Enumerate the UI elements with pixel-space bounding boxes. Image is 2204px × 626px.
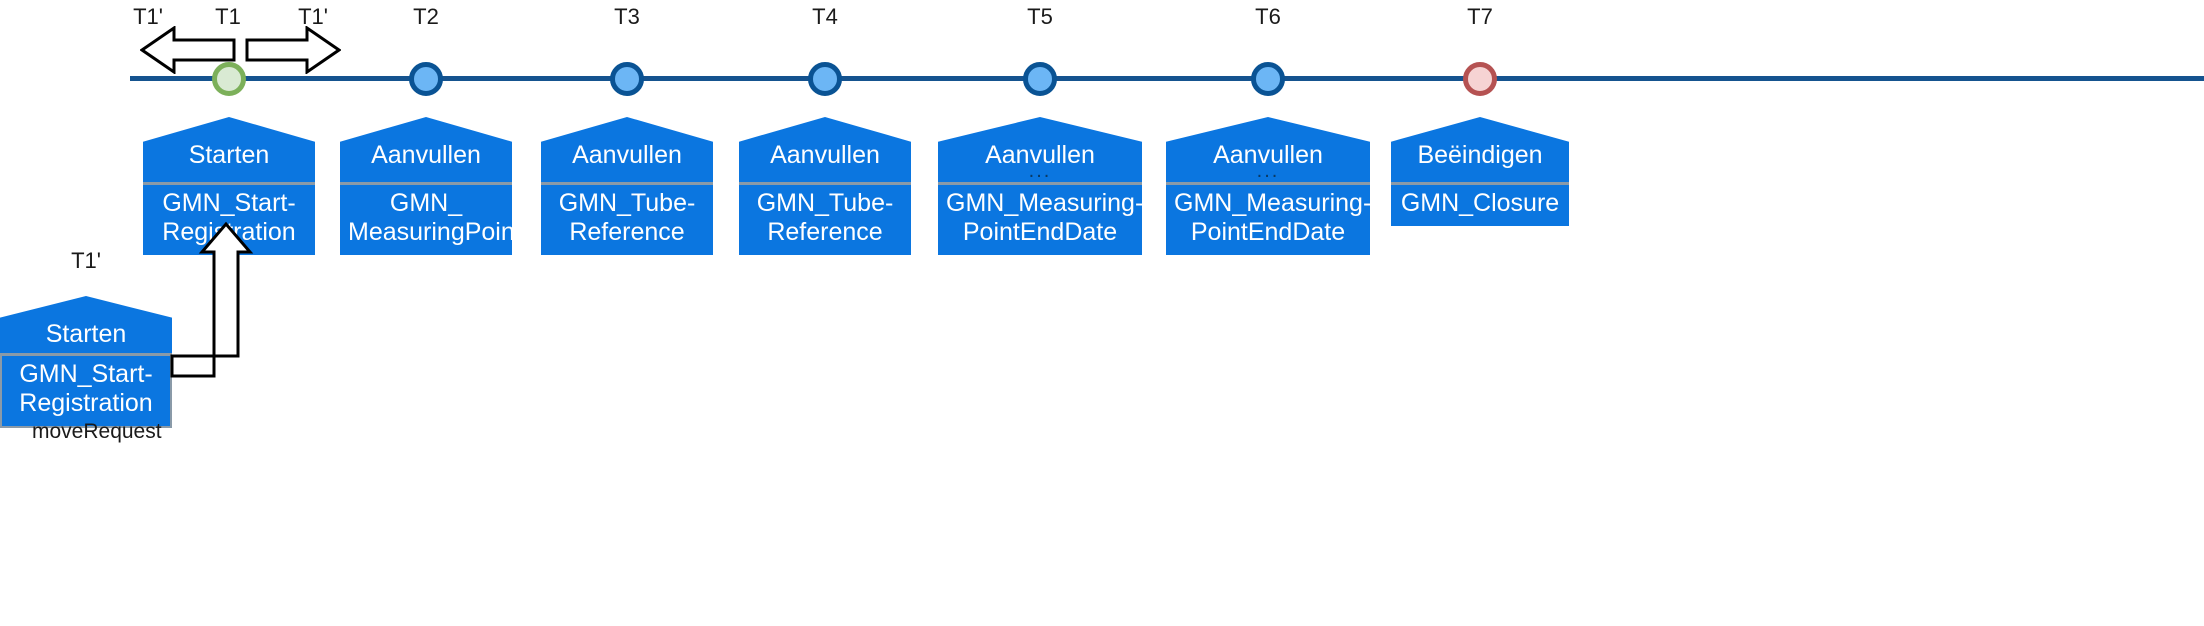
event-ellipsis — [541, 168, 713, 176]
event-card-t7[interactable]: Beëindigen GMN_Closure — [1391, 117, 1569, 226]
timeline-node-t3[interactable] — [610, 62, 644, 96]
event-card-action: Aanvullen ... — [1166, 117, 1370, 182]
event-card-action: Aanvullen — [739, 117, 911, 182]
correction-caption: moveRequest — [32, 420, 162, 443]
arrow-right-icon — [245, 26, 341, 74]
tick-label-t5: T5 — [1027, 4, 1053, 29]
event-card-t1[interactable]: Starten GMN_Start- Registration — [143, 117, 315, 255]
timeline-node-t2[interactable] — [409, 62, 443, 96]
card-separator — [0, 353, 172, 356]
card-separator — [340, 182, 512, 185]
event-card-action: Beëindigen — [1391, 117, 1569, 182]
event-action-label: Beëindigen — [1417, 141, 1543, 169]
correction-card[interactable]: Starten GMN_Start- Registration — [0, 296, 172, 428]
timeline-node-t5[interactable] — [1023, 62, 1057, 96]
timeline-node-t1[interactable] — [212, 62, 246, 96]
event-card-action: Starten — [143, 117, 315, 182]
event-card-t2[interactable]: Aanvullen GMN_ MeasuringPoint — [340, 117, 522, 255]
tick-label-t1: T1 — [215, 4, 241, 29]
tick-label-t6: T6 — [1255, 4, 1281, 29]
tick-label-t1-left: T1' — [133, 4, 163, 29]
card-separator — [938, 182, 1142, 185]
card-separator — [541, 182, 713, 185]
event-ellipsis — [1391, 168, 1569, 176]
event-ellipsis — [739, 168, 911, 176]
event-action-label: Aanvullen — [572, 141, 682, 169]
event-card-t3[interactable]: Aanvullen GMN_Tube- Reference — [541, 117, 713, 255]
event-registration-label: GMN_Measuring- PointEndDate — [1166, 185, 1371, 255]
event-registration-label: GMN_Closure — [1391, 185, 1569, 226]
event-action-label: Aanvullen — [371, 141, 481, 169]
event-ellipsis: ... — [1256, 160, 1280, 182]
event-action-label: Aanvullen — [770, 141, 880, 169]
event-registration-label: GMN_ MeasuringPoint — [340, 185, 522, 255]
tick-label-t7: T7 — [1467, 4, 1493, 29]
tick-label-t1-right: T1' — [298, 4, 328, 29]
event-action-label: Starten — [188, 141, 270, 169]
event-card-t4[interactable]: Aanvullen GMN_Tube- Reference — [739, 117, 911, 255]
timeline-node-t6[interactable] — [1251, 62, 1285, 96]
event-registration-label: GMN_Tube- Reference — [541, 185, 713, 255]
correction-card-action: Starten — [0, 296, 172, 353]
correction-registration-label: GMN_Start- Registration — [0, 356, 172, 428]
card-separator — [143, 182, 315, 185]
tick-label-t3: T3 — [614, 4, 640, 29]
event-card-action: Aanvullen ... — [938, 117, 1142, 182]
event-registration-label: GMN_Start- Registration — [143, 185, 315, 255]
event-card-action: Aanvullen — [340, 117, 512, 182]
tick-label-t4: T4 — [812, 4, 838, 29]
tick-label-t2: T2 — [413, 4, 439, 29]
event-ellipsis — [143, 168, 315, 176]
event-card-action: Aanvullen — [541, 117, 713, 182]
event-ellipsis — [340, 168, 512, 176]
event-card-t5[interactable]: Aanvullen ... GMN_Measuring- PointEndDat… — [938, 117, 1143, 255]
event-action-label: Aanvullen — [1213, 141, 1323, 169]
card-separator — [1391, 182, 1569, 185]
event-registration-label: GMN_Measuring- PointEndDate — [938, 185, 1143, 255]
event-action-label: Aanvullen — [985, 141, 1095, 169]
timeline-node-t4[interactable] — [808, 62, 842, 96]
event-card-t6[interactable]: Aanvullen ... GMN_Measuring- PointEndDat… — [1166, 117, 1371, 255]
arrow-left-icon — [140, 26, 236, 74]
event-ellipsis: ... — [1028, 160, 1052, 182]
event-registration-label: GMN_Tube- Reference — [739, 185, 911, 255]
timeline-node-t7[interactable] — [1463, 62, 1497, 96]
card-separator — [1166, 182, 1370, 185]
timeline-axis — [130, 76, 2204, 81]
tick-label-correction: T1' — [71, 248, 101, 273]
card-separator — [739, 182, 911, 185]
correction-action-label: Starten — [45, 320, 127, 348]
